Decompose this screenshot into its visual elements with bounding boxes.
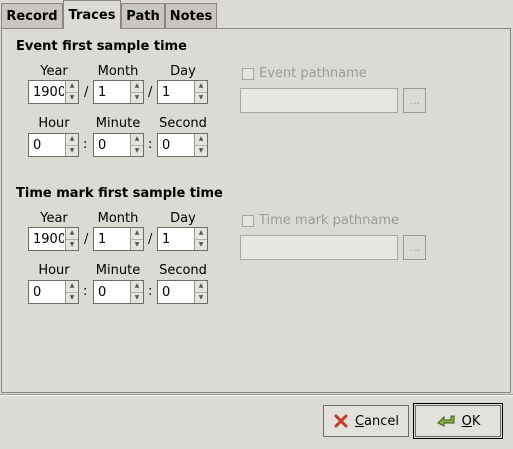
ellipsis-icon: ... xyxy=(409,241,420,254)
tab-path[interactable]: Path xyxy=(121,3,165,28)
event-pathname-checkbox[interactable] xyxy=(242,68,254,80)
event-second-spinbox[interactable]: 0 ▲▼ xyxy=(157,133,208,157)
spin-up-icon[interactable]: ▲ xyxy=(66,81,78,93)
date-separator: / xyxy=(148,85,153,100)
timemark-section-title: Time mark first sample time xyxy=(16,186,223,201)
spin-up-icon[interactable]: ▲ xyxy=(195,134,207,146)
timemark-month-label: Month xyxy=(97,211,139,226)
event-hour-spinbox[interactable]: 0 ▲▼ xyxy=(28,133,79,157)
event-day-spinbox[interactable]: 1 ▲▼ xyxy=(157,80,208,104)
spin-down-icon[interactable]: ▼ xyxy=(198,146,204,154)
event-year-spinbox[interactable]: 1900 ▲▼ xyxy=(28,80,79,104)
spin-down-icon[interactable]: ▼ xyxy=(134,93,140,101)
event-pathname-label: Event pathname xyxy=(259,66,367,81)
event-minute-value[interactable]: 0 xyxy=(98,138,107,153)
ellipsis-icon: ... xyxy=(409,94,420,107)
timemark-second-label: Second xyxy=(159,263,207,278)
event-year-label: Year xyxy=(40,64,68,79)
spin-up-icon[interactable]: ▲ xyxy=(131,228,143,240)
timemark-second-spinbox[interactable]: 0 ▲▼ xyxy=(157,280,208,304)
timemark-month-spinbox[interactable]: 1 ▲▼ xyxy=(93,227,144,251)
tab-traces-label: Traces xyxy=(68,7,116,23)
time-separator: : xyxy=(83,284,88,299)
timemark-year-value[interactable]: 1900 xyxy=(33,232,65,247)
cancel-label: Cancel xyxy=(354,413,400,429)
event-day-label: Day xyxy=(170,64,196,79)
spin-down-icon[interactable]: ▼ xyxy=(198,293,204,301)
ok-arrow-icon xyxy=(436,415,455,427)
event-year-value[interactable]: 1900 xyxy=(33,85,65,100)
timemark-pathname-field[interactable] xyxy=(240,235,398,260)
event-day-value[interactable]: 1 xyxy=(162,85,171,100)
spin-down-icon[interactable]: ▼ xyxy=(134,146,140,154)
timemark-pathname-label: Time mark pathname xyxy=(259,213,400,228)
timemark-minute-label: Minute xyxy=(95,263,141,278)
event-month-value[interactable]: 1 xyxy=(98,85,107,100)
tab-path-label: Path xyxy=(126,8,160,24)
event-hour-value[interactable]: 0 xyxy=(33,138,42,153)
spin-down-icon[interactable]: ▼ xyxy=(69,293,75,301)
tab-record[interactable]: Record xyxy=(1,3,63,28)
spin-down-icon[interactable]: ▼ xyxy=(69,93,75,101)
timemark-hour-value[interactable]: 0 xyxy=(33,285,42,300)
timemark-pathname-checkbox[interactable] xyxy=(242,215,254,227)
timemark-hour-spinbox[interactable]: 0 ▲▼ xyxy=(28,280,79,304)
tab-notes-label: Notes xyxy=(169,8,213,24)
timemark-day-label: Day xyxy=(170,211,196,226)
tab-traces[interactable]: Traces xyxy=(63,0,121,29)
cancel-x-icon xyxy=(334,414,348,428)
event-pathname-field[interactable] xyxy=(240,88,398,113)
date-separator: / xyxy=(84,85,89,100)
date-separator: / xyxy=(84,232,89,247)
time-separator: : xyxy=(148,137,153,152)
timemark-day-spinbox[interactable]: 1 ▲▼ xyxy=(157,227,208,251)
spin-up-icon[interactable]: ▲ xyxy=(131,81,143,93)
spin-up-icon[interactable]: ▲ xyxy=(195,281,207,293)
event-section-title: Event first sample time xyxy=(16,39,187,54)
time-separator: : xyxy=(83,137,88,152)
ok-button[interactable]: OK xyxy=(413,403,503,439)
timemark-second-value[interactable]: 0 xyxy=(162,285,171,300)
event-month-label: Month xyxy=(97,64,139,79)
event-minute-label: Minute xyxy=(95,116,141,131)
timemark-year-label: Year xyxy=(40,211,68,226)
spin-up-icon[interactable]: ▲ xyxy=(131,134,143,146)
spin-down-icon[interactable]: ▼ xyxy=(198,240,204,248)
spin-up-icon[interactable]: ▲ xyxy=(195,228,207,240)
ok-label: OK xyxy=(461,413,481,429)
timemark-minute-spinbox[interactable]: 0 ▲▼ xyxy=(93,280,144,304)
spin-down-icon[interactable]: ▼ xyxy=(69,146,75,154)
cancel-button[interactable]: Cancel xyxy=(323,405,409,437)
tab-record-label: Record xyxy=(6,8,58,24)
event-browse-button[interactable]: ... xyxy=(403,88,426,113)
event-minute-spinbox[interactable]: 0 ▲▼ xyxy=(93,133,144,157)
tab-notes[interactable]: Notes xyxy=(165,3,217,28)
event-hour-label: Hour xyxy=(38,116,70,131)
timemark-browse-button[interactable]: ... xyxy=(403,235,426,260)
event-second-label: Second xyxy=(159,116,207,131)
spin-down-icon[interactable]: ▼ xyxy=(134,293,140,301)
spin-up-icon[interactable]: ▲ xyxy=(195,81,207,93)
event-second-value[interactable]: 0 xyxy=(162,138,171,153)
button-area-separator xyxy=(0,394,513,396)
spin-up-icon[interactable]: ▲ xyxy=(66,281,78,293)
spin-down-icon[interactable]: ▼ xyxy=(198,93,204,101)
time-separator: : xyxy=(148,284,153,299)
event-month-spinbox[interactable]: 1 ▲▼ xyxy=(93,80,144,104)
timemark-minute-value[interactable]: 0 xyxy=(98,285,107,300)
timemark-year-spinbox[interactable]: 1900 ▲▼ xyxy=(28,227,79,251)
spin-up-icon[interactable]: ▲ xyxy=(66,228,78,240)
date-separator: / xyxy=(148,232,153,247)
spin-down-icon[interactable]: ▼ xyxy=(134,240,140,248)
timemark-month-value[interactable]: 1 xyxy=(98,232,107,247)
spin-up-icon[interactable]: ▲ xyxy=(131,281,143,293)
timemark-day-value[interactable]: 1 xyxy=(162,232,171,247)
spin-up-icon[interactable]: ▲ xyxy=(66,134,78,146)
timemark-hour-label: Hour xyxy=(38,263,70,278)
spin-down-icon[interactable]: ▼ xyxy=(69,240,75,248)
